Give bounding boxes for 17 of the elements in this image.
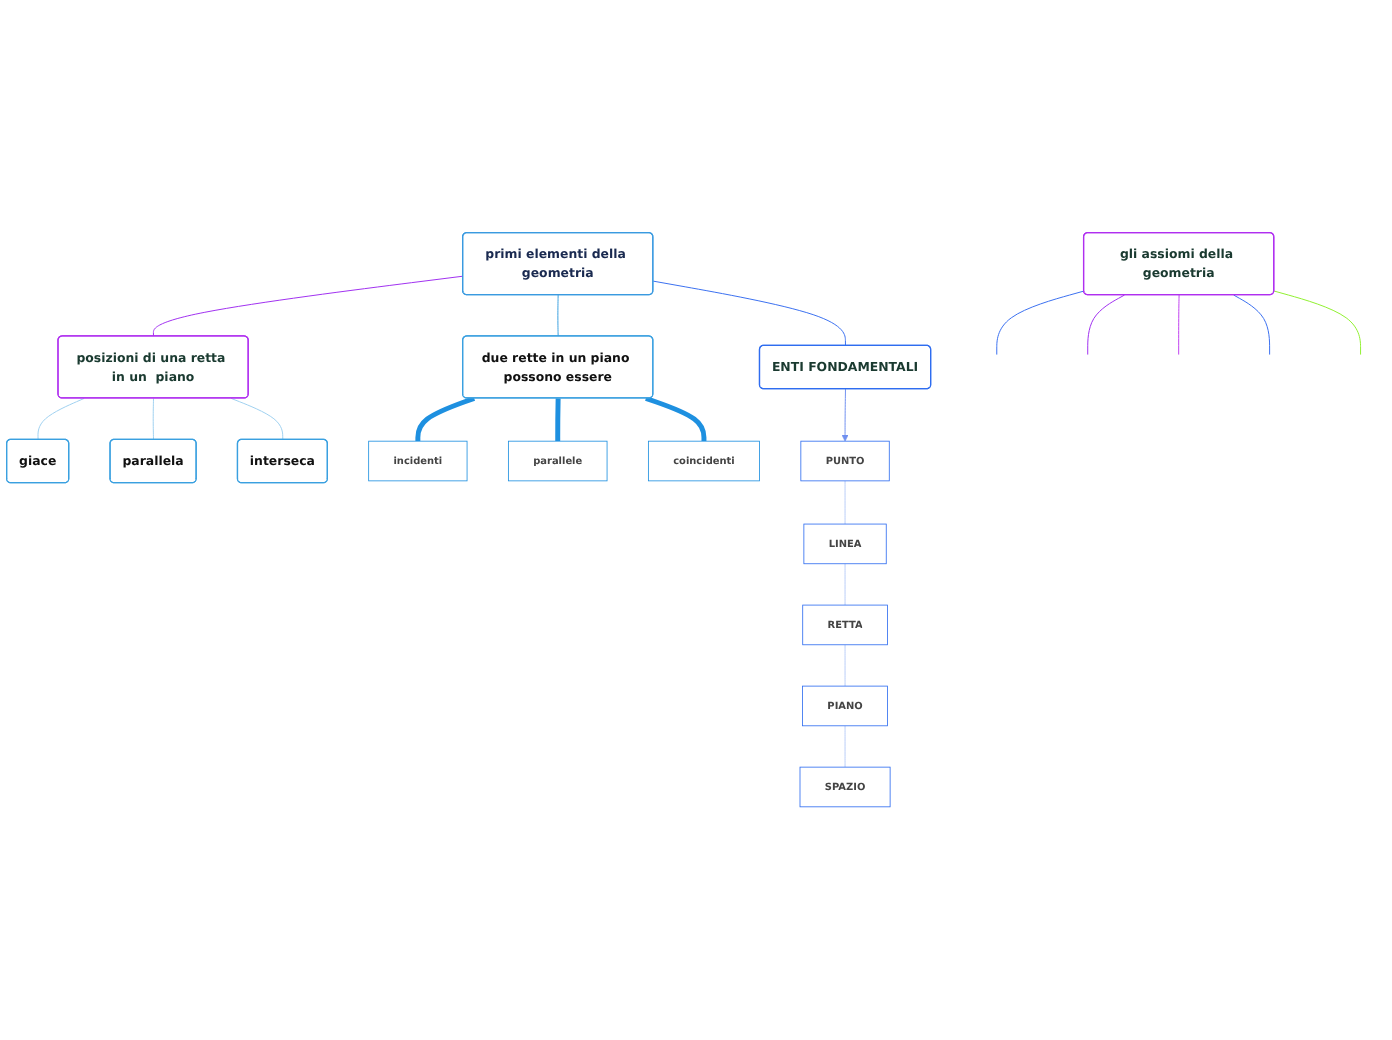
- connector-line: [844, 644, 846, 687]
- connector-line: [557, 294, 559, 338]
- connector-line: [415, 396, 476, 442]
- connector-line: [844, 480, 846, 525]
- connector-line: [152, 398, 154, 441]
- connector-line: [844, 563, 846, 606]
- connector-line: [652, 280, 846, 347]
- connector-line: [230, 398, 284, 441]
- connector-line: [996, 290, 1085, 356]
- connector-line: [1178, 294, 1180, 356]
- connector-line: [152, 275, 464, 338]
- connector-line: [37, 398, 85, 441]
- connector-line: [1087, 294, 1125, 356]
- connector-line: [1233, 294, 1271, 356]
- connector-line: [844, 725, 846, 768]
- connector-line: [1273, 290, 1362, 356]
- connector-line: [555, 398, 561, 442]
